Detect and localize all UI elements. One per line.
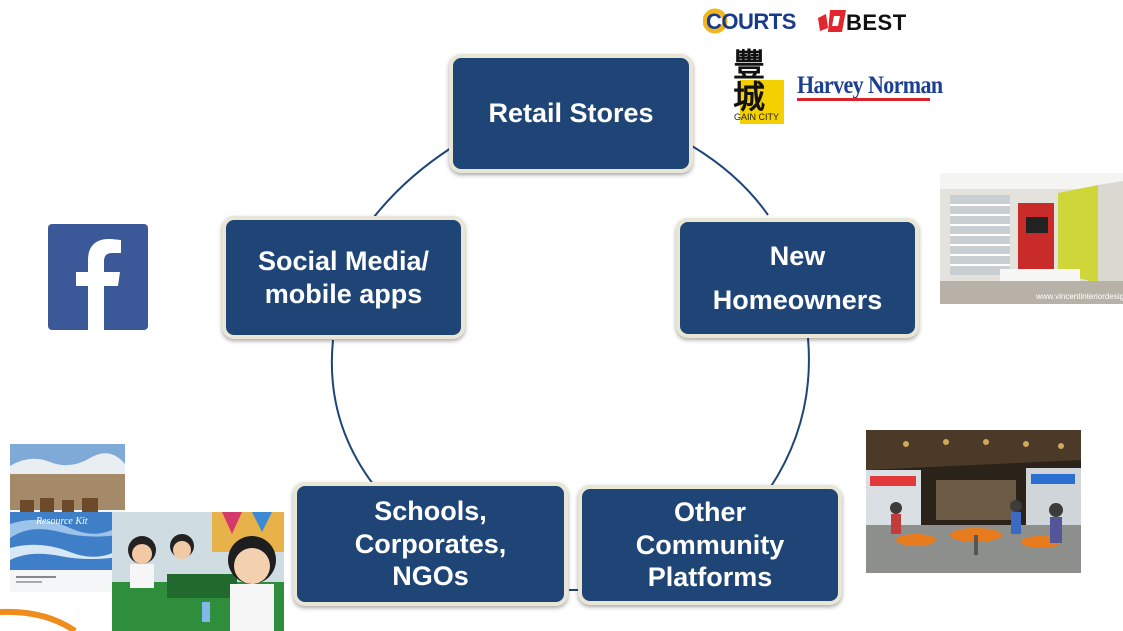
node-social-media-mobile-apps: Social Media/ mobile apps xyxy=(222,216,465,339)
school-children-illustration xyxy=(112,512,284,631)
node-new-homeowners-line1: New xyxy=(769,240,826,271)
decorative-swoosh xyxy=(0,608,77,631)
node-schools-line1: Schools, xyxy=(374,496,487,527)
school-children-photo xyxy=(112,512,284,631)
node-community-line2: Community xyxy=(635,529,785,560)
harvey-norman-underline xyxy=(797,98,930,101)
node-other-community-platforms: Other Community Platforms xyxy=(578,485,842,605)
best-logo: BEST xyxy=(812,6,927,36)
interior-illustration xyxy=(940,173,1123,304)
harvey-norman-logo: Harvey Norman xyxy=(797,70,943,104)
arc-homeowners-to-community xyxy=(769,337,810,489)
node-community-line3: Platforms xyxy=(647,562,773,593)
facebook-icon xyxy=(48,224,148,330)
new-home-interior-photo: www.vincentinteriordesign.com xyxy=(940,173,1123,304)
best-logo-text: BEST xyxy=(846,10,907,35)
arc-schools-to-social xyxy=(330,339,374,485)
node-community-line1: Other xyxy=(673,497,746,528)
interior-photo-caption: www.vincentinteriordesign.com xyxy=(1036,292,1123,301)
node-social-line2: mobile apps xyxy=(264,278,423,309)
gain-city-text: GAIN CITY xyxy=(734,112,780,122)
arc-social-to-retail xyxy=(373,147,452,218)
gain-city-chinese-text: 豐城 xyxy=(728,48,766,112)
node-schools-line3: NGOs xyxy=(392,561,469,592)
node-retail-stores-label: Retail Stores xyxy=(488,98,654,129)
gain-city-yellow-block xyxy=(740,80,784,124)
resource-kit-cover: Resource Kit xyxy=(10,444,125,592)
hawker-illustration xyxy=(866,430,1081,573)
node-new-homeowners: New Homeowners xyxy=(676,218,919,338)
courts-logo-graphic xyxy=(702,8,728,34)
node-schools-corporates-ngos: Schools, Corporates, NGOs xyxy=(293,482,568,606)
resource-kit-title: Resource Kit xyxy=(36,516,88,527)
courts-logo-text: COURTS xyxy=(706,9,796,34)
node-retail-stores: Retail Stores xyxy=(449,54,693,173)
best-logo-mark xyxy=(818,10,846,32)
hawker-centre-photo xyxy=(866,430,1081,573)
node-social-line1: Social Media/ xyxy=(257,246,430,277)
facebook-f-glyph xyxy=(76,239,121,330)
harvey-norman-text: Harvey Norman xyxy=(797,70,943,99)
arc-retail-to-homeowners xyxy=(691,145,769,216)
node-new-homeowners-line2: Homeowners xyxy=(712,285,883,315)
resource-kit-illustration xyxy=(10,444,125,592)
gain-city-logo: 豐城 GAIN CITY xyxy=(722,48,784,124)
node-schools-line2: Corporates, xyxy=(354,528,507,559)
courts-logo: COURTS xyxy=(702,6,803,36)
